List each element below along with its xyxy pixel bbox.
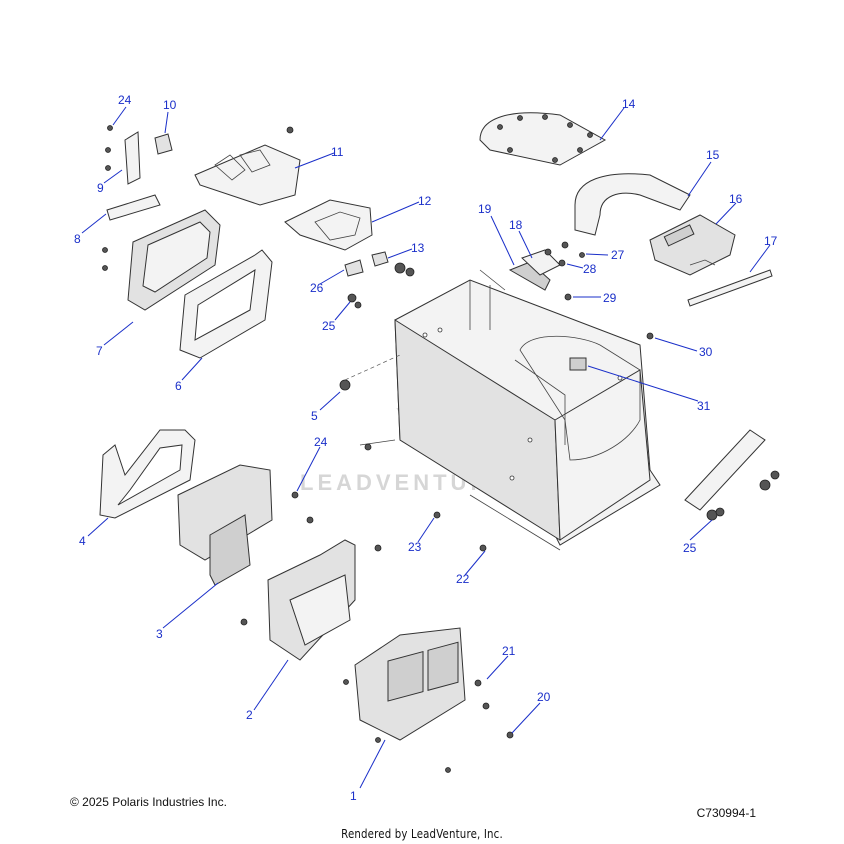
part-4-gasket	[99, 429, 196, 519]
part-17-strip	[687, 269, 773, 307]
callout-9[interactable]: 9	[97, 181, 104, 195]
callout-19[interactable]: 19	[478, 202, 492, 216]
part-2-tray	[240, 516, 382, 661]
callout-16[interactable]: 16	[729, 192, 743, 206]
callout-labels: 1 2 3 4 5 6 7 8 9 10 11 12 13 14 15 16 1…	[74, 93, 778, 803]
callout-13[interactable]: 13	[411, 241, 425, 255]
callout-leaders	[81, 106, 771, 789]
part-7-cover	[102, 209, 221, 311]
callout-29[interactable]: 29	[603, 291, 617, 305]
hardware-27-30	[544, 241, 654, 340]
part-12-bracket	[284, 199, 373, 251]
part-24-nut-lower	[291, 491, 299, 499]
callout-4[interactable]: 4	[79, 534, 86, 548]
callout-3[interactable]: 3	[156, 627, 163, 641]
part-18-19-brackets	[508, 249, 561, 291]
nut	[105, 147, 111, 153]
main-housing-box	[359, 269, 661, 551]
assembly-line	[344, 354, 401, 381]
part-8-bracket	[106, 194, 161, 221]
part-15-gasket	[574, 173, 691, 236]
callout-14[interactable]: 14	[622, 97, 636, 111]
callout-17[interactable]: 17	[764, 234, 778, 248]
callout-11[interactable]: 11	[331, 145, 344, 159]
callout-25-right[interactable]: 25	[683, 541, 697, 555]
callout-21[interactable]: 21	[502, 644, 516, 658]
callout-8[interactable]: 8	[74, 232, 81, 246]
callout-27[interactable]: 27	[611, 248, 625, 262]
part-10-block	[154, 133, 173, 155]
part-31-connector	[569, 357, 587, 371]
callout-12[interactable]: 12	[418, 194, 432, 208]
callout-6[interactable]: 6	[175, 379, 182, 393]
part-11-plate	[194, 126, 301, 206]
part-1-cover	[343, 627, 466, 773]
part-3-cover	[177, 464, 273, 586]
callout-2[interactable]: 2	[246, 708, 253, 722]
callout-15[interactable]: 15	[706, 148, 720, 162]
callout-28[interactable]: 28	[583, 262, 597, 276]
callout-31[interactable]: 31	[697, 399, 711, 413]
callout-1[interactable]: 1	[350, 789, 357, 803]
callout-5[interactable]: 5	[311, 409, 318, 423]
parts-13-26-25-clips	[344, 251, 415, 309]
copyright-text: © 2025 Polaris Industries Inc.	[70, 795, 227, 809]
callout-20[interactable]: 20	[537, 690, 551, 704]
callout-24-upper[interactable]: 24	[118, 93, 132, 107]
callout-7[interactable]: 7	[96, 344, 103, 358]
diagram-code: C730994-1	[696, 806, 756, 820]
callout-30[interactable]: 30	[699, 345, 713, 359]
callout-22[interactable]: 22	[456, 572, 470, 586]
callout-25-left[interactable]: 25	[322, 319, 336, 333]
rendered-by-text: Rendered by LeadVenture, Inc.	[341, 827, 503, 841]
callout-18[interactable]: 18	[509, 218, 523, 232]
part-9-bracket	[124, 131, 141, 185]
part-5-grommet	[339, 379, 351, 391]
part-14-cover-plate	[479, 112, 607, 166]
nut	[105, 165, 111, 171]
hardware-20-23	[364, 443, 514, 739]
part-16-control-module	[649, 214, 736, 276]
callout-26[interactable]: 26	[310, 281, 324, 295]
callout-10[interactable]: 10	[163, 98, 177, 112]
part-6-gasket	[179, 249, 273, 359]
part-24-nut-top	[107, 125, 113, 131]
callout-23[interactable]: 23	[408, 540, 422, 554]
callout-24-lower[interactable]: 24	[314, 435, 328, 449]
actuator-assembly-25	[684, 429, 780, 521]
